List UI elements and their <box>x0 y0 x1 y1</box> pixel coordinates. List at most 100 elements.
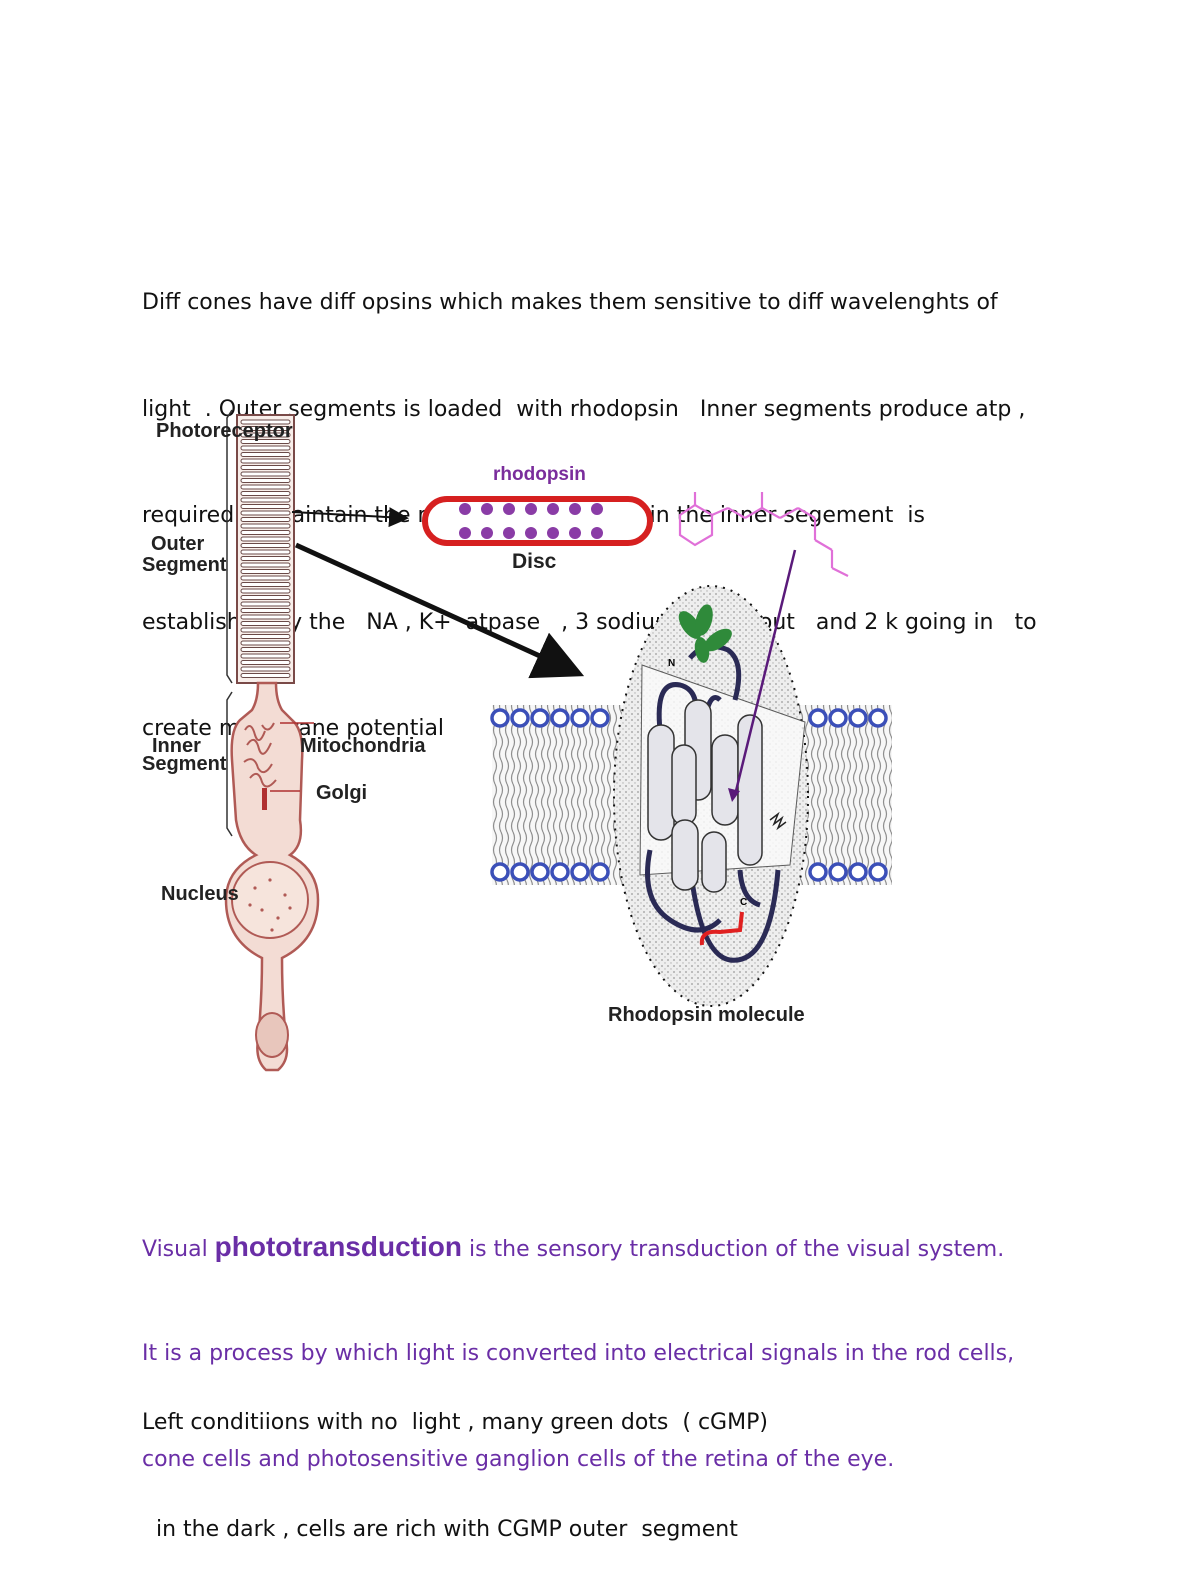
disc-line <box>240 627 291 633</box>
disc-line <box>240 484 291 490</box>
notes-line-1: Left conditiions with no light , many gr… <box>142 1410 768 1435</box>
lipid-head <box>590 708 610 728</box>
inner-segment-bracket <box>226 691 233 837</box>
disc-line <box>240 478 291 483</box>
rhodopsin-molecule-label: Rhodopsin molecule <box>608 1004 805 1026</box>
disc-line <box>240 582 291 587</box>
disc-line <box>240 608 291 613</box>
disc-line <box>240 601 291 607</box>
definition-term: phototransduction <box>214 1231 462 1262</box>
lipid-head <box>848 862 868 882</box>
disc-line <box>240 575 291 581</box>
disc-line <box>240 517 291 522</box>
intro-line-1: Diff cones have diff opsins which makes … <box>142 290 998 315</box>
rhodopsin-dot <box>569 503 581 515</box>
photoreceptor-rhodopsin-figure: Photoreceptor Outer Segment Inner Segmen… <box>142 409 892 1072</box>
outer-segment-bracket <box>226 409 233 684</box>
lipid-head <box>848 708 868 728</box>
disc-line <box>240 543 291 548</box>
disc-line <box>240 471 291 477</box>
transmembrane-helices <box>647 699 763 893</box>
rhodopsin-dot <box>503 527 515 539</box>
disc-line <box>240 653 291 659</box>
disc-line <box>240 614 291 620</box>
disc-line <box>240 458 291 464</box>
lipid-head <box>868 708 888 728</box>
disc-line <box>240 497 291 503</box>
lipid-head <box>808 708 828 728</box>
disc-label: Disc <box>512 550 557 573</box>
photoreceptor-cell <box>224 409 320 1072</box>
definition-suffix: is the sensory transduction of the visua… <box>461 1237 1005 1262</box>
definition-paragraph: Visual phototransduction is the sensory … <box>142 1158 1102 1513</box>
disc-line <box>240 595 291 600</box>
rhodopsin-dot <box>547 503 559 515</box>
lipid-head <box>510 708 530 728</box>
disc-line <box>240 439 291 444</box>
lipid-head <box>550 862 570 882</box>
c-terminal-label: C <box>740 897 747 908</box>
golgi-shape <box>262 788 267 810</box>
inner-segment-label-2: Segment <box>142 753 227 775</box>
lipid-head <box>570 708 590 728</box>
disc-line <box>240 465 291 470</box>
rhodopsin-dot <box>503 503 515 515</box>
molecule-arrow <box>294 542 585 679</box>
retinal-pointer-head <box>728 788 740 802</box>
disc-line <box>240 634 291 639</box>
rhodopsin-dot <box>481 527 493 539</box>
glycosylation-leaves <box>678 604 732 663</box>
lipid-head <box>510 862 530 882</box>
disc-line <box>240 673 291 678</box>
disc-line <box>240 647 291 652</box>
definition-line-1: Visual phototransduction is the sensory … <box>142 1229 1102 1265</box>
lipid-heads <box>490 708 888 882</box>
n-terminal-label: N <box>668 658 675 669</box>
disc-line <box>240 523 291 529</box>
rhodopsin-dot <box>547 527 559 539</box>
disc-line <box>240 491 291 496</box>
c-tail-red <box>699 911 744 946</box>
intro-line-2: light . Outer segments is loaded with rh… <box>142 396 1026 422</box>
lipid-head <box>808 862 828 882</box>
disc-line <box>240 536 291 542</box>
rhodopsin-dot <box>525 527 537 539</box>
lipid-head <box>868 862 888 882</box>
definition-prefix: Visual <box>142 1237 215 1262</box>
rhodopsin-dot <box>481 503 493 515</box>
lipid-head <box>530 708 550 728</box>
disc-line <box>240 640 291 646</box>
disc-line <box>240 588 291 594</box>
retinal-link-zigzag <box>769 811 787 831</box>
rhodopsin-dot <box>459 527 471 539</box>
lipid-head <box>530 862 550 882</box>
nucleus-shape <box>231 861 309 939</box>
inner-segment-label-1: Inner <box>152 735 201 757</box>
disc-line <box>240 549 291 555</box>
rhodopsin-dot <box>591 527 603 539</box>
disc-line <box>240 562 291 568</box>
notes-line-2: in the dark , cells are rich with CGMP o… <box>142 1516 738 1542</box>
rhodopsin-dot <box>569 527 581 539</box>
disc-line <box>240 660 291 665</box>
definition-line-2: It is a process by which light is conver… <box>142 1340 1015 1366</box>
rhodopsin-dot <box>591 503 603 515</box>
disc-line <box>240 556 291 561</box>
disc-line <box>240 569 291 574</box>
lipid-head <box>828 862 848 882</box>
disc-line <box>240 666 291 672</box>
photoreceptor-label: Photoreceptor <box>156 420 293 442</box>
outer-segment-label-1: Outer <box>151 533 205 555</box>
rhodopsin-dots <box>459 503 603 539</box>
disc-arrow <box>291 507 409 528</box>
synaptic-terminal <box>255 1012 289 1058</box>
lipid-head <box>828 708 848 728</box>
lipid-head <box>490 862 510 882</box>
disc-line <box>240 452 291 457</box>
lipid-head <box>550 708 570 728</box>
lipid-head <box>490 708 510 728</box>
disc-line <box>240 530 291 535</box>
rhodopsin-dot <box>459 503 471 515</box>
rhodopsin-dot <box>525 503 537 515</box>
disc-line <box>240 445 291 451</box>
